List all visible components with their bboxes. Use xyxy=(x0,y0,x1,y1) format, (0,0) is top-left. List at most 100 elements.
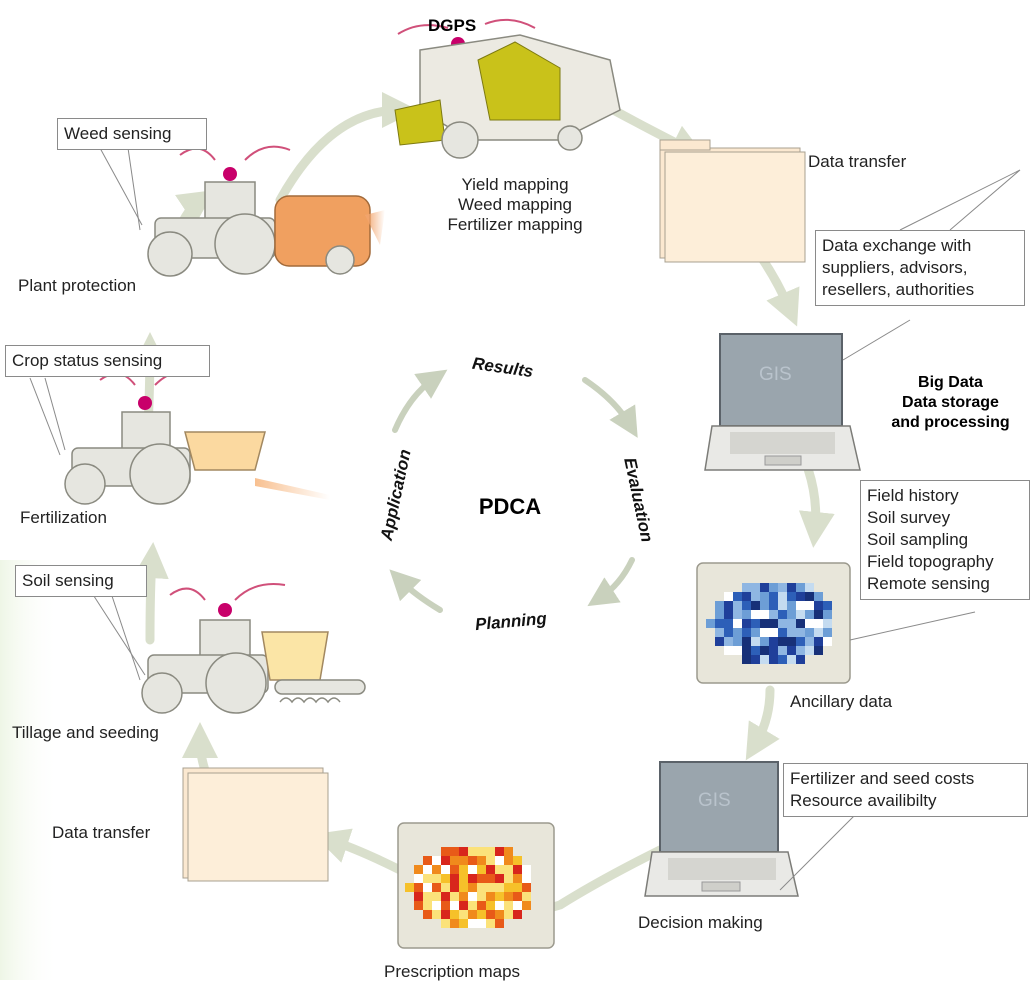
map-cell xyxy=(459,856,468,865)
map-cell xyxy=(751,601,760,610)
mapping-line: Weed mapping xyxy=(457,195,573,214)
map-cell xyxy=(522,883,531,892)
map-cell xyxy=(522,865,531,874)
map-cell xyxy=(724,628,733,637)
map-cell xyxy=(805,619,814,628)
prescription-map xyxy=(397,822,555,949)
map-cell xyxy=(769,583,778,592)
map-cell xyxy=(459,883,468,892)
map-cell xyxy=(495,910,504,919)
map-cell xyxy=(450,856,459,865)
map-cell xyxy=(441,901,450,910)
map-cell xyxy=(495,883,504,892)
map-cell xyxy=(778,619,787,628)
map-cell xyxy=(486,901,495,910)
map-cell xyxy=(733,619,742,628)
map-cell xyxy=(715,610,724,619)
callout-line: Crop status sensing xyxy=(12,351,163,370)
map-cell xyxy=(751,628,760,637)
gis-screen-label-top: GIS xyxy=(759,364,792,385)
combine-harvester xyxy=(394,18,621,159)
laptop-gis-bottom xyxy=(644,761,799,897)
map-cell xyxy=(495,865,504,874)
gis-screen-label-bottom: GIS xyxy=(698,790,731,811)
prescription-maps-label: Prescription maps xyxy=(384,962,521,981)
big-data-label: Big Data Data storage and processing xyxy=(868,373,1033,433)
map-cell xyxy=(414,883,423,892)
mapping-line: Yield mapping xyxy=(461,175,569,194)
map-cell xyxy=(805,637,814,646)
map-cell xyxy=(504,910,513,919)
map-cell xyxy=(405,883,414,892)
map-cell xyxy=(495,901,504,910)
weed-sensing-callout: Weed sensing xyxy=(57,118,207,150)
map-cell xyxy=(760,655,769,664)
map-cell xyxy=(787,619,796,628)
map-cell xyxy=(522,874,531,883)
map-cell xyxy=(432,910,441,919)
map-cell xyxy=(742,601,751,610)
map-cell xyxy=(769,610,778,619)
tractor-tillage xyxy=(141,583,366,714)
map-cell xyxy=(796,655,805,664)
map-cell xyxy=(760,583,769,592)
big-data-line: and processing xyxy=(891,414,1010,431)
ancillary-callout: Field history Soil survey Soil sampling … xyxy=(860,480,1030,600)
map-cell xyxy=(724,601,733,610)
crop-status-callout: Crop status sensing xyxy=(5,345,210,377)
map-cell xyxy=(459,901,468,910)
map-cell xyxy=(477,856,486,865)
laptop-gis-top xyxy=(704,333,861,471)
map-cell xyxy=(495,892,504,901)
map-cell xyxy=(760,601,769,610)
callout-line: Soil sampling xyxy=(867,530,969,549)
callout-line: Soil sensing xyxy=(22,571,114,590)
map-cell xyxy=(432,874,441,883)
map-cell xyxy=(742,619,751,628)
map-cell xyxy=(823,601,832,610)
map-cell xyxy=(414,892,423,901)
map-cell xyxy=(778,646,787,655)
map-cell xyxy=(787,601,796,610)
map-cell xyxy=(796,592,805,601)
callout-line: Weed sensing xyxy=(64,124,172,143)
map-cell xyxy=(450,883,459,892)
map-cell xyxy=(805,646,814,655)
map-cell xyxy=(477,910,486,919)
map-cell xyxy=(477,901,486,910)
map-cell xyxy=(715,601,724,610)
map-cell xyxy=(486,847,495,856)
map-cell xyxy=(441,856,450,865)
map-cell xyxy=(823,628,832,637)
map-cell xyxy=(486,910,495,919)
map-cell xyxy=(459,892,468,901)
folder-top xyxy=(659,139,806,263)
map-cell xyxy=(423,874,432,883)
map-cell xyxy=(796,601,805,610)
map-cell xyxy=(805,601,814,610)
map-cell xyxy=(796,583,805,592)
map-cell xyxy=(751,655,760,664)
map-cell xyxy=(778,610,787,619)
map-cell xyxy=(715,637,724,646)
map-cell xyxy=(450,865,459,874)
map-cell xyxy=(778,655,787,664)
tractor-plant-protection xyxy=(147,145,385,277)
decision-making-label: Decision making xyxy=(638,913,763,932)
costs-callout: Fertilizer and seed costs Resource avail… xyxy=(783,763,1028,817)
map-cell xyxy=(751,619,760,628)
data-exchange-callout: Data exchange with suppliers, advisors, … xyxy=(815,230,1025,306)
map-cell xyxy=(778,628,787,637)
map-cell xyxy=(733,637,742,646)
map-cell xyxy=(432,856,441,865)
map-cell xyxy=(486,865,495,874)
map-cell xyxy=(796,610,805,619)
map-cell xyxy=(814,628,823,637)
callout-line: Data exchange with xyxy=(822,236,972,255)
ancillary-data-label: Ancillary data xyxy=(790,692,893,711)
map-cell xyxy=(742,628,751,637)
map-cell xyxy=(778,583,787,592)
callout-line: Field history xyxy=(867,486,959,505)
map-cell xyxy=(495,919,504,928)
